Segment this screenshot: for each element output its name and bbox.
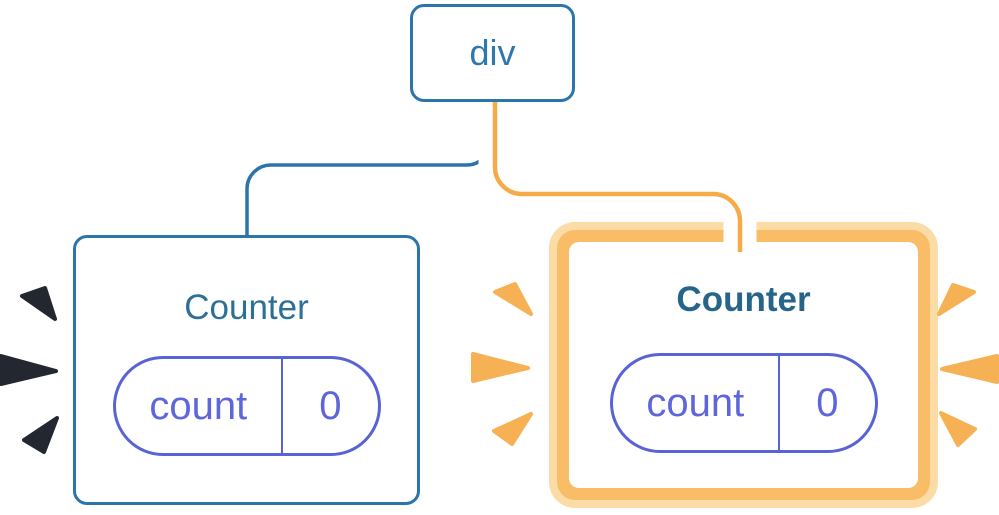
spark-icon — [20, 286, 57, 321]
counter-title-right: Counter — [676, 280, 811, 319]
spark-icon — [471, 352, 530, 383]
tree-node-div: div — [410, 4, 575, 102]
state-value-right: 0 — [816, 380, 839, 425]
counter-card-right: Counter count 0 — [569, 242, 918, 488]
spark-icon — [940, 354, 999, 384]
counter-card-right-highlight-ring: Counter count 0 — [557, 230, 930, 500]
spark-icon — [937, 283, 976, 316]
sparks-right-counter-left-side — [471, 282, 533, 446]
spark-icon — [493, 282, 533, 316]
counter-card-left: Counter count 0 — [73, 235, 420, 505]
state-value-left: 0 — [319, 383, 342, 428]
connector-div-to-right-counter — [492, 100, 743, 252]
state-key-right: count — [613, 356, 781, 450]
spark-icon — [0, 354, 58, 386]
state-pill-left: count 0 — [112, 356, 381, 456]
counter-title-left: Counter — [184, 288, 309, 327]
counter-card-right-glow: Counter count 0 — [549, 222, 938, 508]
spark-icon — [939, 411, 977, 447]
sparks-right-counter-right-side — [937, 283, 999, 447]
sparks-left-counter — [0, 286, 59, 454]
state-pill-right: count 0 — [609, 353, 878, 453]
spark-icon — [492, 412, 533, 446]
spark-icon — [22, 416, 59, 454]
state-key-left: count — [116, 359, 284, 453]
tree-node-div-label: div — [469, 32, 516, 73]
